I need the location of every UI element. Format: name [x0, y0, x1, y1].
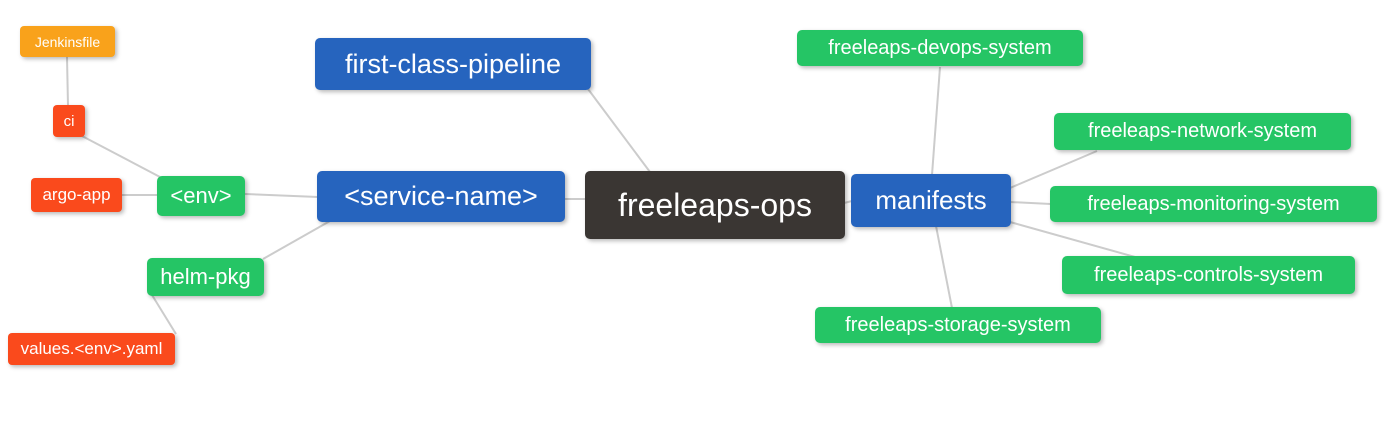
node-storage-system[interactable]: freeleaps-storage-system [815, 307, 1101, 343]
edge-manifests-storage [935, 225, 953, 309]
node-values-env-yaml[interactable]: values.<env>.yaml [8, 333, 175, 365]
node-first-class-pipeline[interactable]: first-class-pipeline [315, 38, 591, 90]
node-manifests[interactable]: manifests [851, 174, 1011, 227]
edge-manifests-controls [1009, 221, 1136, 258]
node-ci[interactable]: ci [53, 105, 85, 137]
node-devops-system[interactable]: freeleaps-devops-system [797, 30, 1083, 66]
edge-ci-env [81, 135, 161, 178]
edge-manifests-network [1009, 150, 1098, 189]
node-root-freeleaps-ops[interactable]: freeleaps-ops [585, 171, 845, 239]
edge-env-service-name [244, 193, 319, 198]
node-jenkinsfile[interactable]: Jenkinsfile [20, 26, 115, 57]
edge-ops-manifests [843, 200, 853, 204]
node-monitoring-system[interactable]: freeleaps-monitoring-system [1050, 186, 1377, 222]
node-network-system[interactable]: freeleaps-network-system [1054, 113, 1351, 150]
node-service-name[interactable]: <service-name> [317, 171, 565, 222]
edge-pipeline-ops [587, 88, 651, 173]
edge-jenkinsfile-ci [66, 56, 69, 107]
node-controls-system[interactable]: freeleaps-controls-system [1062, 256, 1355, 294]
edge-service-name-helm-pkg [262, 220, 331, 260]
node-env[interactable]: <env> [157, 176, 245, 216]
edge-helm-pkg-values [151, 294, 177, 335]
node-argo-app[interactable]: argo-app [31, 178, 122, 212]
edge-manifests-monitoring [1009, 201, 1052, 205]
edge-manifests-devops [931, 66, 941, 176]
node-helm-pkg[interactable]: helm-pkg [147, 258, 264, 296]
